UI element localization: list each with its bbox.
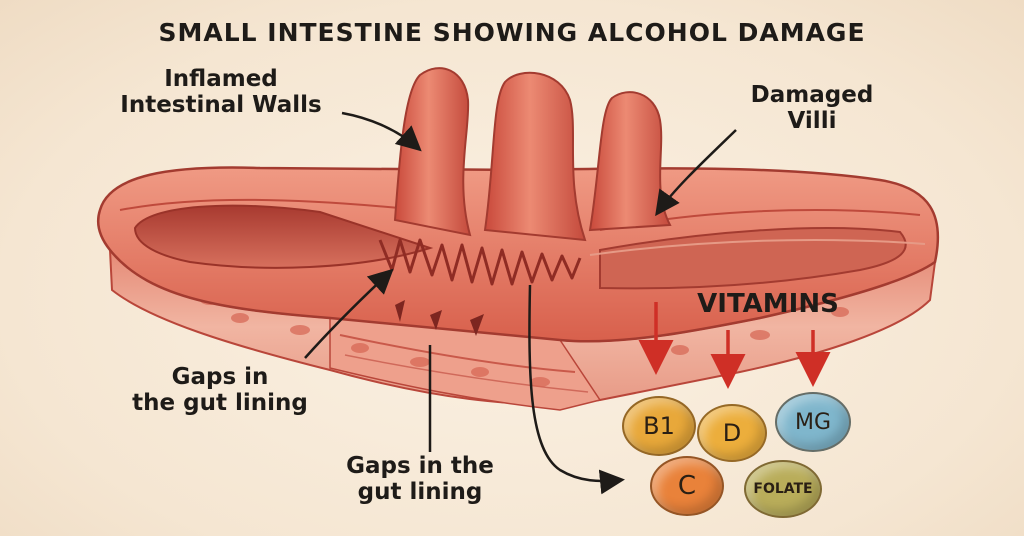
villus-right — [588, 91, 672, 232]
diagram-title: SMALL INTESTINE SHOWING ALCOHOL DAMAGE — [158, 18, 866, 47]
villus-middle — [483, 71, 587, 242]
label-line: Villi — [787, 108, 837, 135]
label-line: the gut lining — [132, 390, 308, 417]
label-line: Damaged — [750, 82, 874, 108]
arrow-gaps-left — [304, 268, 394, 359]
label-line: Gaps in the — [346, 453, 494, 479]
intestine-lumen — [133, 204, 434, 269]
nutrient-c: C — [650, 456, 724, 516]
cut-face-layer-line — [339, 334, 576, 373]
arrow-inflamed-walls — [341, 111, 422, 152]
arrow-lumen-to-vitamins — [528, 284, 625, 495]
arrow-damaged-villi — [655, 129, 737, 217]
nutrient-folate: FOLATE — [744, 460, 822, 518]
label-gaps-bottom: Gaps in the gut lining — [300, 453, 540, 506]
nutrient-b1: B1 — [622, 396, 696, 456]
nutrient-mg: MG — [775, 392, 851, 452]
wall-layer-line-right-2 — [589, 238, 926, 256]
villus-left — [393, 67, 472, 237]
label-line: Inflamed — [164, 66, 278, 92]
label-damaged-villi: Damaged Villi — [722, 82, 902, 135]
label-line: gut lining — [357, 479, 483, 506]
wall-layer-line — [119, 198, 421, 211]
label-line: Intestinal Walls — [120, 92, 322, 119]
gut-lining-gaps — [395, 300, 484, 336]
label-vitamins: VITAMINS — [697, 289, 839, 319]
label-gaps-left: Gaps in the gut lining — [110, 364, 330, 417]
cut-face-layer-line-2 — [344, 354, 589, 393]
nutrient-d: D — [697, 404, 767, 462]
label-inflamed-walls: Inflamed Intestinal Walls — [96, 66, 346, 119]
mucosa-folds — [378, 238, 582, 286]
lumen-right — [599, 227, 907, 290]
label-line: Gaps in — [171, 364, 269, 390]
